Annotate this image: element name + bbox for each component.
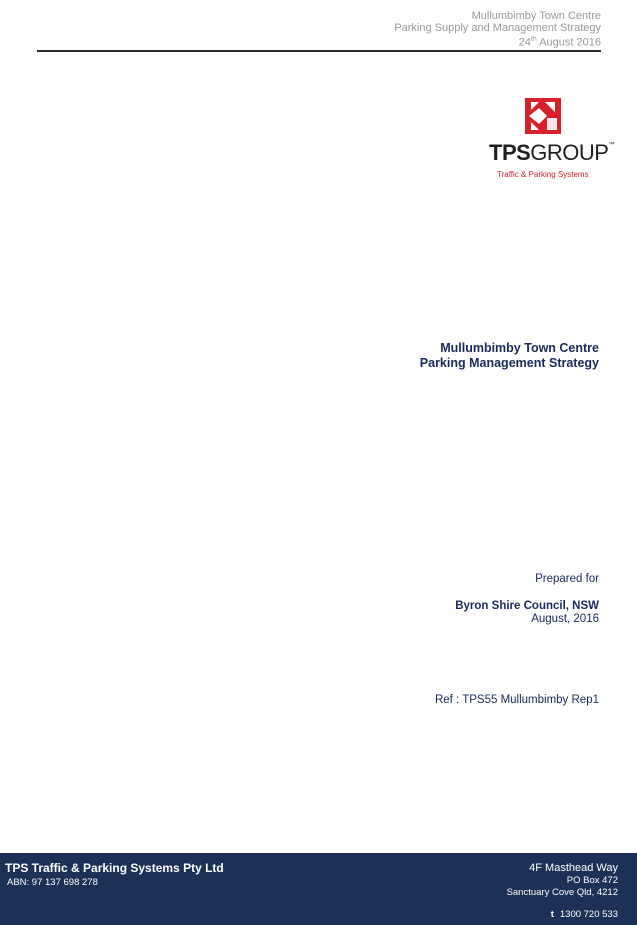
header-divider (37, 50, 601, 52)
client-date: August, 2016 (531, 613, 599, 625)
footer-abn: ABN: 97 137 698 278 (7, 877, 98, 888)
header-report-name: Parking Supply and Management Strategy (394, 22, 601, 34)
footer-company-name: TPS Traffic & Parking Systems Pty Ltd (5, 861, 224, 875)
logo-brand-bold: TPS (489, 140, 531, 165)
header-date-rest: August 2016 (536, 36, 601, 49)
footer-phone: t 1300 720 533 (551, 909, 618, 920)
logo-tagline: Traffic & Parking Systems (497, 170, 589, 179)
phone-label: t (550, 909, 554, 920)
footer-address: 4F Masthead Way PO Box 472 Sanctuary Cov… (507, 862, 618, 898)
tps-logo-mark-icon (525, 98, 561, 134)
footer-bar: TPS Traffic & Parking Systems Pty Ltd AB… (0, 853, 637, 925)
phone-number: 1300 720 533 (559, 909, 618, 920)
footer-address-line-3: Sanctuary Cove Qld, 4212 (506, 886, 618, 898)
logo-wordmark: TPSGROUP™ (489, 140, 614, 166)
client-name: Byron Shire Council, NSW (455, 600, 599, 612)
footer-address-line-1: 4F Masthead Way (529, 862, 618, 874)
client-block: Byron Shire Council, NSW August, 2016 (455, 600, 599, 626)
reference-number: Ref : TPS55 Mullumbimby Rep1 (434, 694, 599, 706)
header-date-suffix: th (530, 36, 537, 43)
header-date: 24th August 2016 (394, 34, 601, 49)
document-title: Mullumbimby Town Centre Parking Manageme… (420, 341, 599, 371)
title-line-2: Parking Management Strategy (419, 356, 599, 370)
logo-trademark: ™ (608, 142, 614, 148)
page-header: Mullumbimby Town Centre Parking Supply a… (394, 10, 601, 49)
logo-brand-light: GROUP (530, 140, 609, 165)
header-project-name: Mullumbimby Town Centre (471, 10, 601, 22)
title-line-1: Mullumbimby Town Centre (440, 341, 599, 355)
header-date-day: 24 (518, 36, 531, 49)
footer-address-line-2: PO Box 472 (566, 875, 618, 886)
prepared-for-label: Prepared for (535, 573, 599, 585)
footer-company-block: TPS Traffic & Parking Systems Pty Ltd AB… (5, 861, 224, 888)
